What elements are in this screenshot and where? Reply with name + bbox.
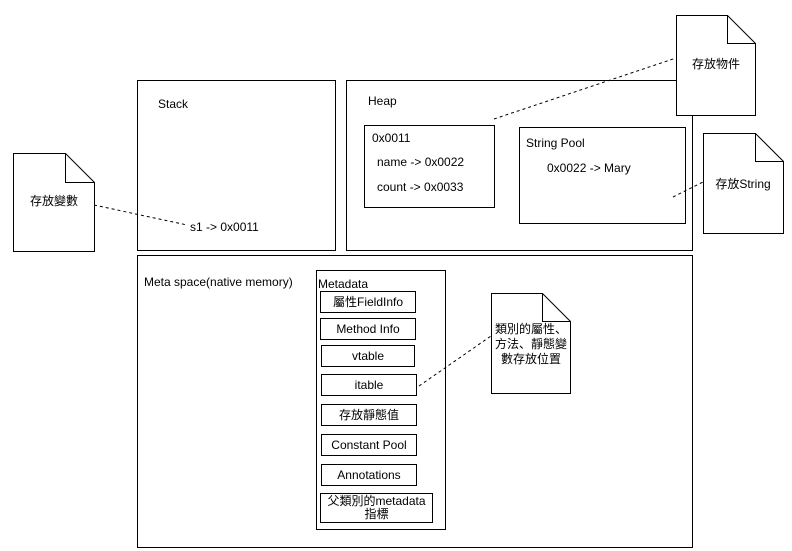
connector-objects-to-heap xyxy=(493,57,677,120)
note-string-text: 存放String xyxy=(715,176,771,191)
heap-object-field-name: name -> 0x0022 xyxy=(377,155,465,169)
note-objects-shape xyxy=(676,15,756,116)
connector-string-to-pool xyxy=(672,181,704,198)
metadata-item-static-values: 存放靜態值 xyxy=(321,404,417,426)
stack-region xyxy=(137,80,336,251)
heap-object-field-count: count -> 0x0033 xyxy=(377,180,464,194)
note-string-shape xyxy=(703,133,784,234)
metadata-item-vtable: vtable xyxy=(321,345,415,367)
heap-object-address: 0x0011 xyxy=(372,131,411,145)
note-objects-text: 存放物件 xyxy=(691,56,740,71)
note-classinfo-shape xyxy=(491,293,571,394)
metadata-item-fieldinfo: 屬性FieldInfo xyxy=(320,291,416,313)
note-string-fold xyxy=(755,133,784,162)
metadata-item-constant-pool: Constant Pool xyxy=(321,434,417,456)
metadata-container xyxy=(316,270,446,530)
stack-title: Stack xyxy=(158,97,189,111)
note-classinfo-text: 類別的屬性、 方法、靜態變 數存放位置 xyxy=(494,321,567,366)
metadata-item-itable: itable xyxy=(321,374,417,396)
metaspace-title: Meta space(native memory) xyxy=(144,275,293,289)
stack-variable: s1 -> 0x0011 xyxy=(190,220,259,234)
string-pool xyxy=(519,127,686,224)
note-variables-text: 存放變數 xyxy=(29,193,78,208)
string-pool-entry: 0x0022 -> Mary xyxy=(547,161,631,175)
metadata-title: Metadata xyxy=(318,277,369,291)
string-pool-title: String Pool xyxy=(526,136,585,150)
metadata-item-parent-pointer: 父類別的metadata 指標 xyxy=(320,493,433,523)
connector-variables-to-stack xyxy=(93,204,188,226)
note-variables-shape xyxy=(13,153,95,252)
note-classinfo-fold xyxy=(542,293,571,322)
note-variables-fold xyxy=(65,153,95,183)
metadata-item-method-info: Method Info xyxy=(320,318,416,340)
heap-title: Heap xyxy=(368,94,397,108)
note-objects-fold xyxy=(727,15,756,44)
metadata-item-annotations: Annotations xyxy=(321,464,417,486)
heap-object xyxy=(364,125,495,208)
connector-classinfo-to-metadata xyxy=(418,335,492,387)
